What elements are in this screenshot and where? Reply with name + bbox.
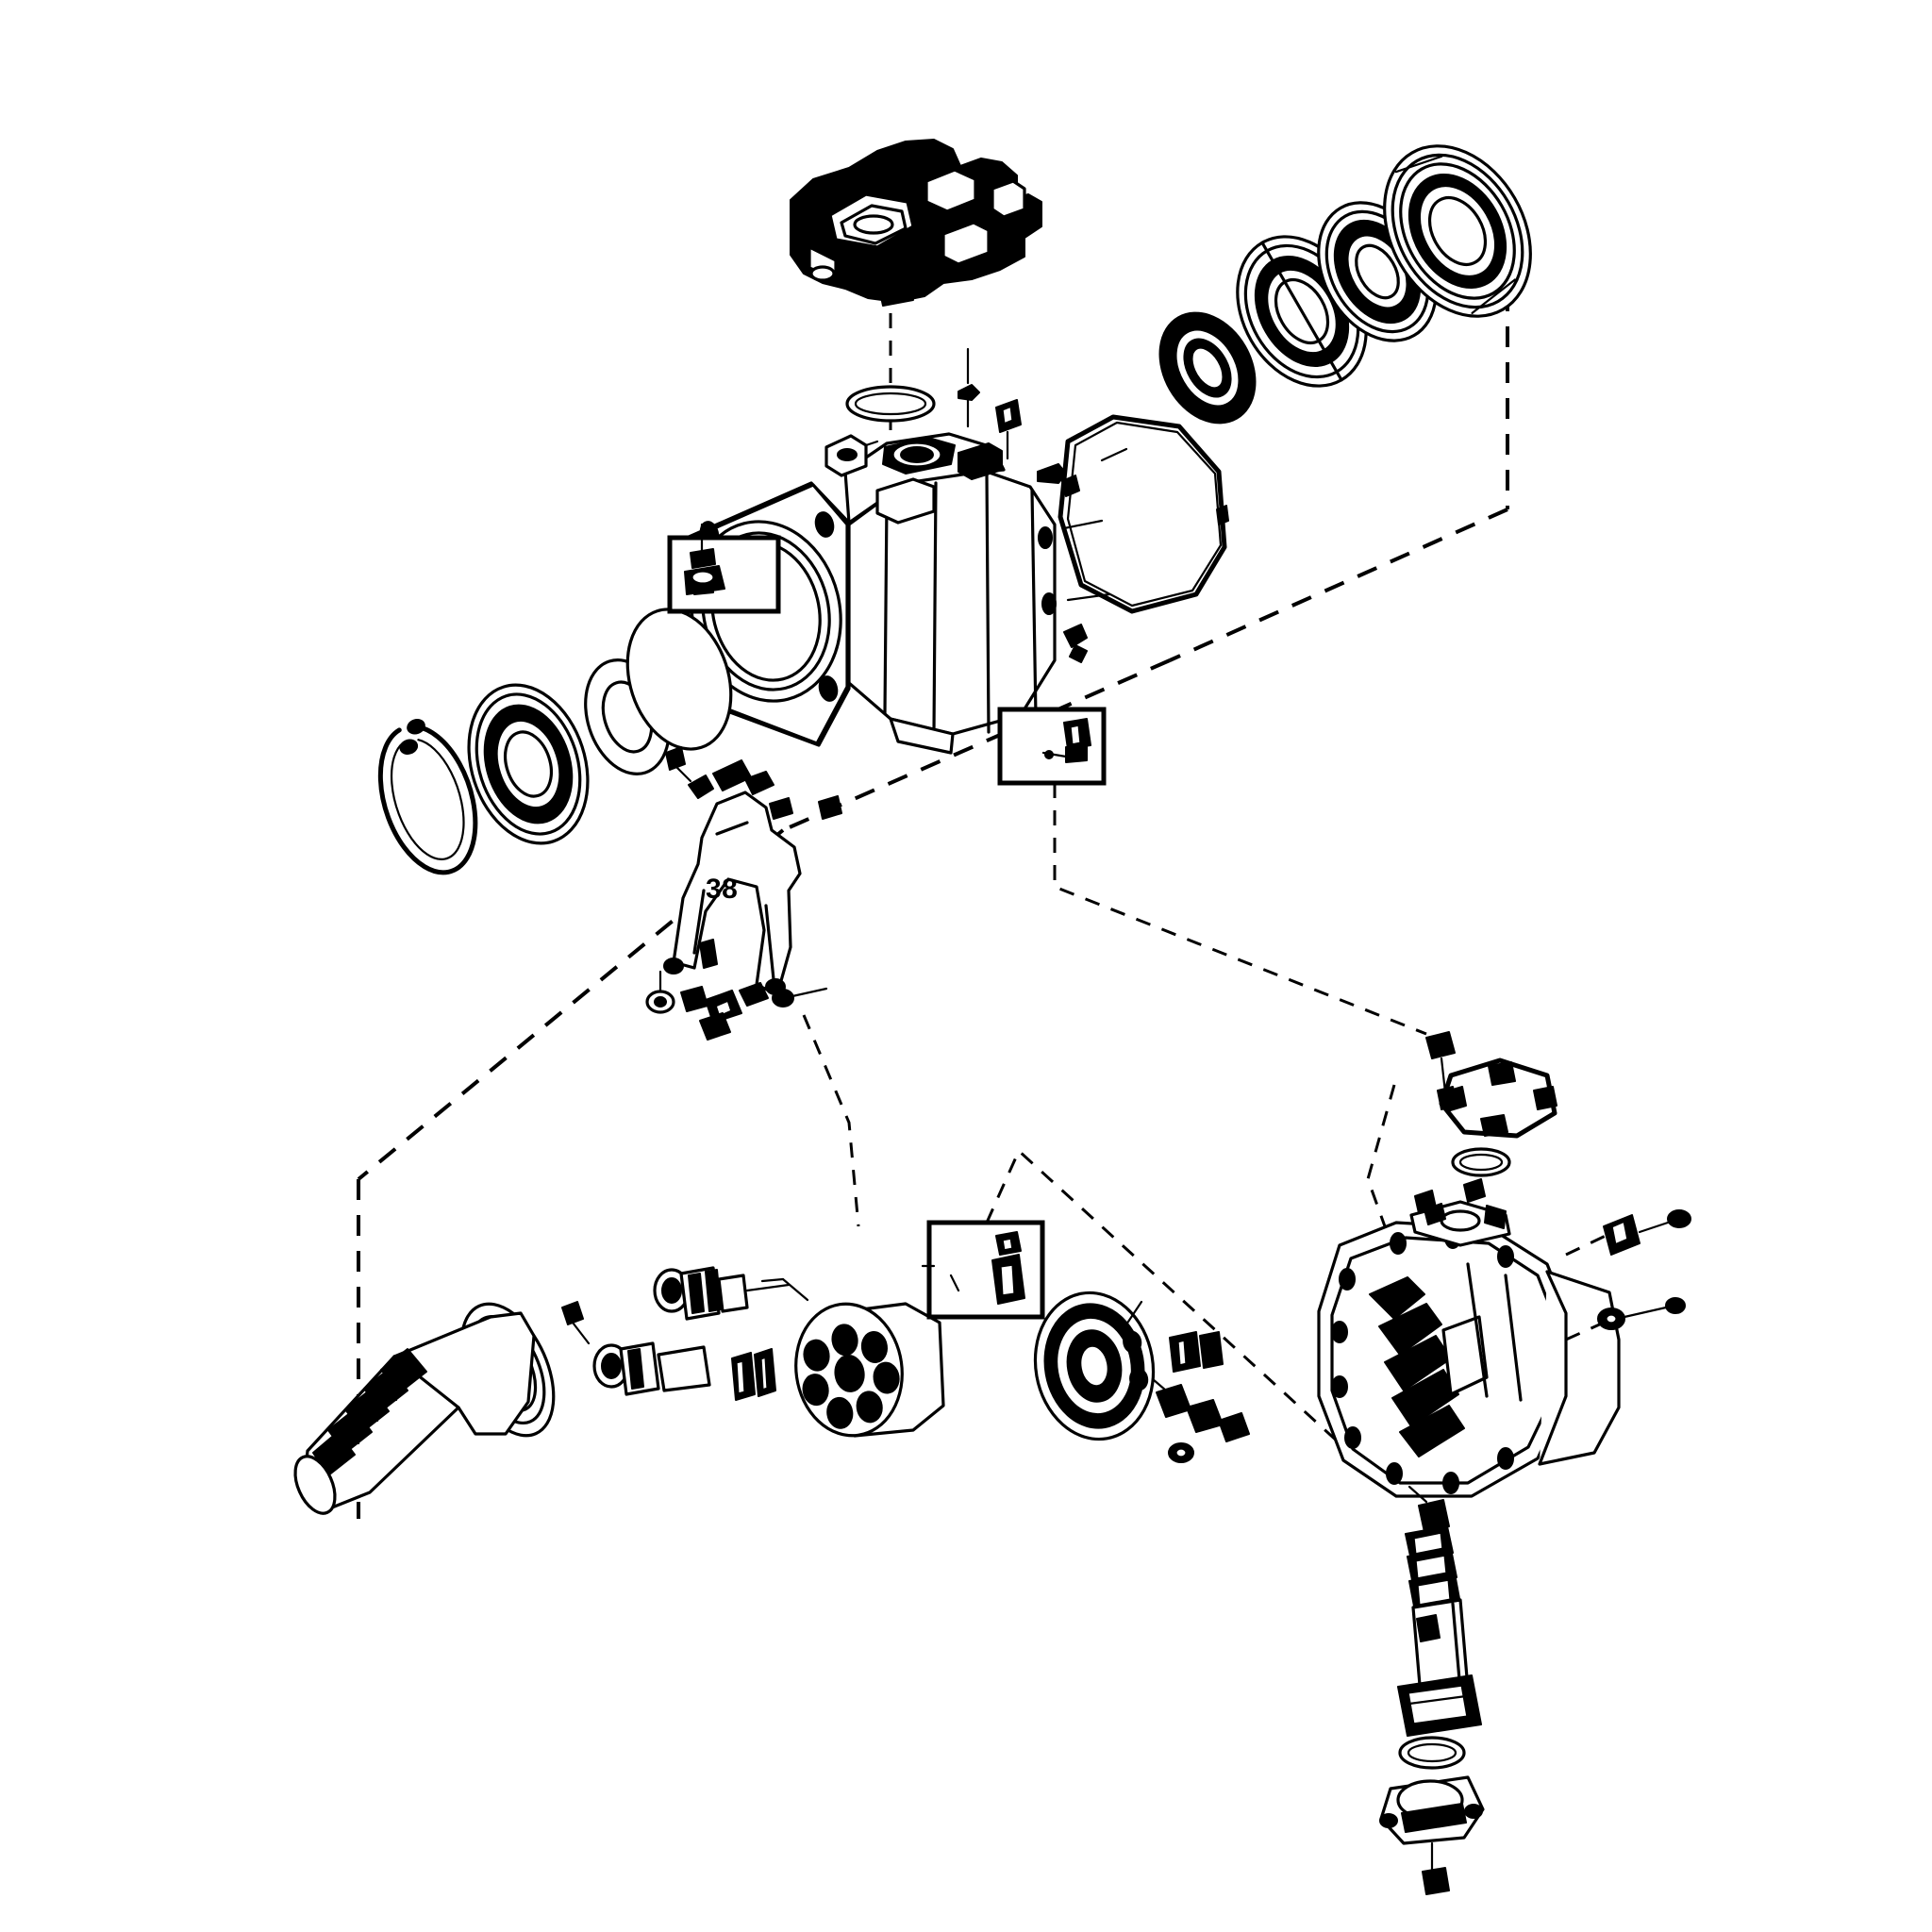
o-ring-valve — [845, 385, 936, 423]
fork-hardware — [645, 970, 828, 1041]
drive-shaft — [293, 1302, 556, 1515]
detail-box-bolt-right — [997, 707, 1107, 786]
piston-assembly-lower — [561, 1301, 711, 1396]
dowel-pin-small — [958, 347, 980, 428]
piston-spring — [731, 1348, 776, 1401]
valve-plate — [1033, 1291, 1156, 1441]
lip-seal — [1158, 311, 1257, 425]
cover-bolt — [1425, 1031, 1457, 1110]
shaft-seal — [467, 683, 590, 845]
cover-o-ring — [1451, 1147, 1511, 1177]
cover-dowels — [1414, 1178, 1486, 1214]
callout-38: 38 — [706, 874, 739, 905]
valve-plate-hardware — [1151, 1331, 1250, 1463]
explode-line-bolt-right — [1053, 783, 1427, 1036]
cover-plate — [1439, 1058, 1557, 1139]
housing-side-bolts — [1565, 1209, 1691, 1341]
control-valve-block — [790, 139, 1042, 307]
dowel-pin-square — [995, 399, 1022, 460]
explode-line-cover — [1366, 1084, 1396, 1227]
flange-gasket — [1058, 414, 1229, 614]
explode-line-fork — [802, 1014, 860, 1227]
explode-line-plug-lower — [985, 1148, 1341, 1445]
detail-box-plug-upper — [667, 523, 781, 614]
retaining-snap-ring — [377, 719, 478, 875]
backing-plate — [625, 608, 733, 751]
housing-screw — [1063, 624, 1088, 663]
shift-fork — [663, 746, 842, 996]
detail-box-plug-lower — [921, 1220, 1045, 1320]
spool-valve-assembly — [1379, 1485, 1485, 1895]
outer-bearing-race — [1383, 144, 1532, 318]
end-housing — [1317, 1200, 1621, 1498]
cylinder-barrel — [760, 1277, 945, 1438]
piston-assembly-upper — [653, 1266, 791, 1321]
